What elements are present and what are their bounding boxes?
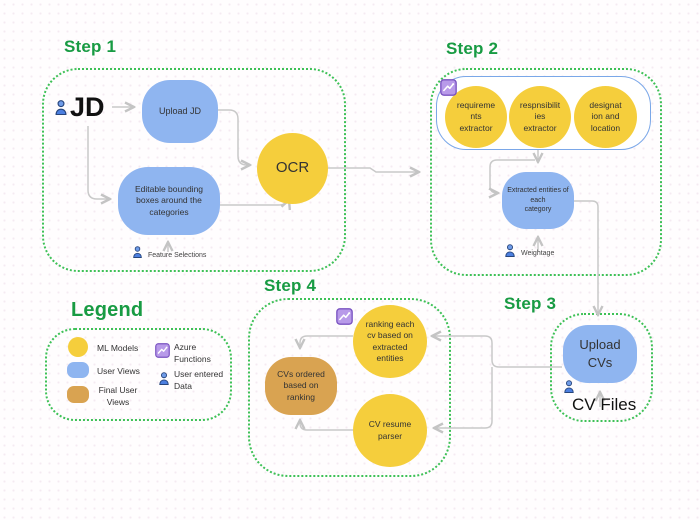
legend-final-views-label: Final User Views bbox=[98, 385, 138, 407]
legend-ml-models-swatch bbox=[68, 337, 88, 357]
connector-ocr-to-step2 bbox=[328, 168, 419, 172]
step1-box bbox=[42, 68, 346, 272]
connector-entities-to-uploadcvs bbox=[574, 200, 598, 315]
editable-boxes-node: Editable bounding boxes around the categ… bbox=[118, 167, 220, 235]
feature-selections-user-icon bbox=[133, 246, 142, 258]
connector-parser-to-ordered bbox=[300, 420, 353, 431]
weightage-label: Weightage bbox=[521, 250, 555, 257]
jd-user-icon bbox=[55, 100, 67, 116]
connector-uploadjd-to-ocr bbox=[218, 109, 250, 165]
step2-azure-functions-icon bbox=[440, 79, 457, 96]
designation-location-node: designat ion and location bbox=[574, 86, 637, 148]
connector-jd-to-editable bbox=[87, 126, 110, 199]
legend-user-views-label: User Views bbox=[97, 366, 140, 376]
connector-group bbox=[87, 107, 600, 431]
connector-ranking-to-ordered bbox=[300, 335, 353, 348]
responsibilities-extractor-node: respnsibilit ies extractor bbox=[509, 86, 571, 148]
cv-files-label: CV Files bbox=[572, 395, 637, 414]
feature-selections-label: Feature Selections bbox=[148, 252, 207, 259]
ocr-node: OCR bbox=[257, 133, 328, 204]
step4-box bbox=[248, 298, 451, 477]
legend-user-views-swatch bbox=[67, 362, 89, 378]
legend-azure-functions-icon bbox=[155, 343, 170, 358]
jd-label: JD bbox=[70, 92, 105, 122]
step2-box bbox=[430, 68, 662, 276]
legend-azure-functions-label: Azure Functions bbox=[174, 342, 211, 364]
extracted-entities-node: Extracted entities of each category bbox=[502, 172, 574, 229]
connector-extractors-loop-to-entities bbox=[490, 159, 535, 193]
upload-jd-node: Upload JD bbox=[142, 80, 218, 143]
step4-azure-functions-icon bbox=[336, 308, 353, 325]
step4-title: Step 4 bbox=[264, 276, 317, 295]
legend-ml-models-label: ML Models bbox=[97, 343, 139, 353]
legend-user-icon bbox=[159, 372, 169, 385]
cv-files-user-icon bbox=[564, 380, 574, 393]
connector-uploadcvs-to-parser bbox=[434, 367, 493, 428]
step1-title: Step 1 bbox=[64, 37, 117, 56]
cv-resume-parser-node: CV resume parser bbox=[353, 394, 427, 467]
step3-title: Step 3 bbox=[504, 294, 557, 313]
legend-box bbox=[45, 328, 232, 421]
legend-user-data-label: User entered Data bbox=[174, 369, 224, 391]
cvs-ordered-node: CVs ordered based on ranking bbox=[265, 357, 337, 415]
step2-title: Step 2 bbox=[446, 39, 499, 58]
weightage-user-icon bbox=[505, 244, 515, 257]
upload-cvs-node: Upload CVs bbox=[563, 325, 637, 383]
ranking-node: ranking each cv based on extracted entit… bbox=[353, 305, 427, 378]
requirements-extractor-node: requireme nts extractor bbox=[445, 86, 507, 148]
legend-final-views-swatch bbox=[67, 386, 89, 403]
connector-uploadcvs-to-ranking bbox=[432, 336, 562, 368]
legend-title: Legend bbox=[71, 299, 144, 321]
